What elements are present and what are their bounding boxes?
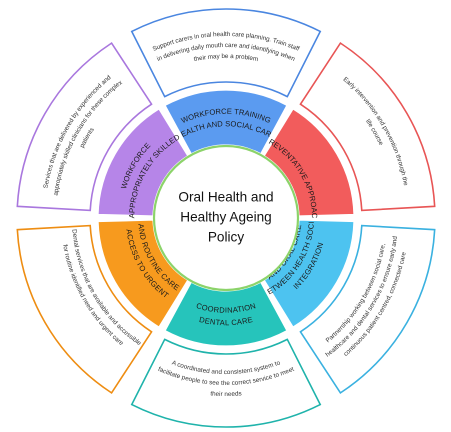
- outer-description-workforce: their may be a problem: [193, 53, 259, 63]
- center-title-line: Healthy Ageing: [180, 210, 271, 225]
- outer-segment-workforce: [130, 8, 322, 98]
- center-title-line: Policy: [208, 230, 244, 245]
- segment-label-coordination: DENTAL CARE: [198, 315, 253, 327]
- outer-segment-integration: [299, 224, 436, 394]
- outer-segment-skilled: [16, 42, 153, 212]
- outer-description-coordination: their needs: [210, 390, 242, 398]
- outer-segment-coordination: [130, 338, 322, 428]
- outer-segment-access: [16, 224, 153, 394]
- segment-label-coordination: COORDINATION: [195, 301, 257, 315]
- center-title-line: Oral Health and: [178, 190, 273, 205]
- outer-segment-preventative: [299, 42, 436, 212]
- center-circle: [152, 144, 300, 292]
